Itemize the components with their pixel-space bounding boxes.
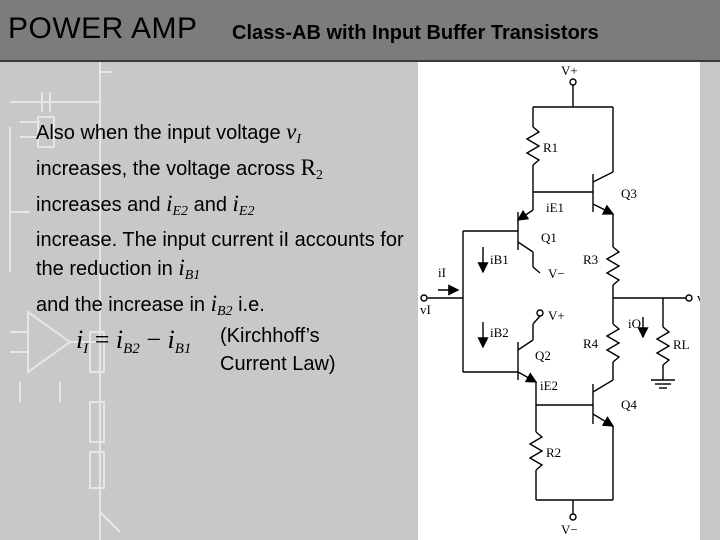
- q3-label: Q3: [621, 186, 637, 201]
- circuit-panel: V+ R1 Q3 iE1 Q1 V− iI iB1 R3 vI vO iB2 V…: [418, 62, 720, 540]
- r2-label: R2: [546, 445, 561, 460]
- q2-label: Q2: [535, 348, 551, 363]
- ie2-label: iE2: [540, 378, 558, 393]
- slide-subtitle: Class-AB with Input Buffer Transistors: [232, 22, 599, 44]
- slide-header: POWER AMP Class-AB with Input Buffer Tra…: [0, 0, 720, 62]
- q1-label: Q1: [541, 230, 557, 245]
- r1-label: R1: [543, 140, 558, 155]
- vplus-top-label: V+: [561, 63, 578, 78]
- slide-title: POWER AMP: [8, 12, 198, 45]
- vplus-mid-label: V+: [548, 308, 565, 323]
- faint-background-schematic: [9, 62, 121, 540]
- q4-label: Q4: [621, 397, 637, 412]
- vminus-mid-label: V−: [548, 266, 565, 281]
- ib2-label: iB2: [490, 325, 509, 340]
- explanation-text: Also when the input voltage vI increases…: [36, 119, 404, 319]
- vminus-bot-label: V−: [561, 522, 578, 537]
- io-label: iO: [628, 316, 641, 331]
- class-ab-circuit-schematic: V+ R1 Q3 iE1 Q1 V− iI iB1 R3 vI vO iB2 V…: [420, 63, 713, 537]
- r4-label: R4: [583, 336, 599, 351]
- rl-label: RL: [673, 337, 690, 352]
- ie1-label: iE1: [546, 200, 564, 215]
- kcl-equation: iI = iB2 − iB1: [76, 325, 192, 357]
- vi-label: vI: [420, 302, 431, 317]
- r3-label: R3: [583, 252, 598, 267]
- ii-label: iI: [438, 265, 446, 280]
- ib1-label: iB1: [490, 252, 509, 267]
- right-edge-strip: [700, 62, 720, 540]
